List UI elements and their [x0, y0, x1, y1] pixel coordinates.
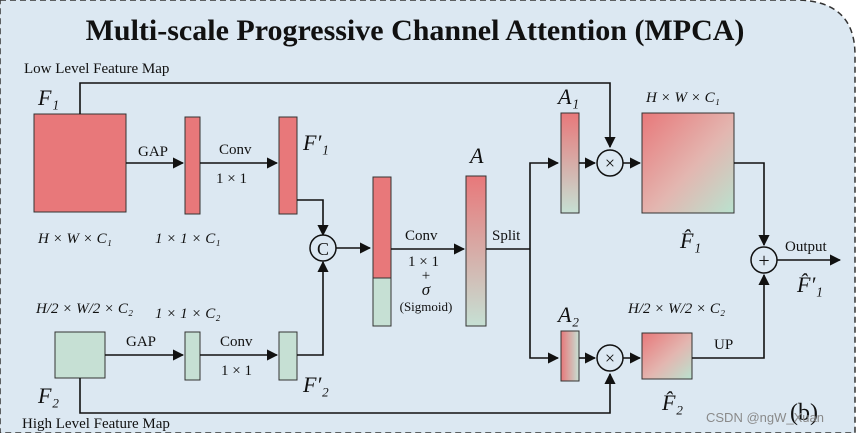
a2-label: A₂ — [556, 302, 579, 327]
conv-mid-label: Conv — [405, 228, 438, 244]
low-level-label: Low Level Feature Map — [24, 61, 169, 77]
f2-label: F₂ — [37, 383, 59, 408]
up-to-add — [692, 273, 770, 359]
conv-mid-kernel: 1 × 1 — [408, 254, 439, 270]
f1-hat-label: F̂₁ — [679, 228, 701, 253]
a2-bar — [560, 330, 580, 382]
f1-prime-label: F′₁ — [302, 130, 329, 155]
f1-block — [33, 113, 127, 213]
output-label: Output — [785, 239, 828, 255]
panel-label: (b) — [790, 400, 818, 426]
a1-bar — [560, 112, 580, 214]
f2-block — [54, 331, 106, 379]
sigma-symbol: σ — [422, 280, 431, 299]
up-label: UP — [714, 337, 733, 353]
f2-hat-dims: H/2 × W/2 × C₂ — [627, 301, 725, 317]
a-bar — [465, 175, 487, 327]
f2-hat-label: F̂₂ — [661, 390, 683, 415]
f2-dims: H/2 × W/2 × C₂ — [35, 301, 133, 317]
sigmoid-label: (Sigmoid) — [400, 299, 453, 314]
f1-prime-bar — [278, 116, 298, 215]
split-label: Split — [492, 228, 521, 244]
f2-prime-label: F′₂ — [302, 372, 329, 397]
f1-prime-to-concat — [297, 199, 329, 237]
a-label: A — [468, 143, 484, 168]
conv-mid-plus: + — [422, 268, 430, 284]
a1-label: A₁ — [556, 84, 579, 109]
concat-bar-red — [372, 176, 392, 279]
pooled-bottom-bar — [184, 331, 201, 381]
gap-top-label: GAP — [138, 144, 168, 160]
conv-top-kernel: 1 × 1 — [216, 171, 247, 187]
gap-bottom-label: GAP — [126, 334, 156, 350]
conv-bottom-kernel: 1 × 1 — [221, 363, 252, 379]
diagram-title: Multi-scale Progressive Channel Attentio… — [86, 14, 745, 47]
pooled-top-dims: 1 × 1 × C₁ — [155, 231, 220, 247]
add-symbol: + — [758, 250, 769, 272]
pooled-top-bar — [184, 116, 201, 215]
f2-skip-line — [79, 372, 616, 414]
split-to-a1 — [529, 157, 560, 249]
watermark: CSDN @ngW_Xuan — [706, 410, 824, 425]
f1-hat-prime-label: F̂′₁ — [796, 272, 823, 297]
concat-symbol: C — [317, 239, 329, 259]
concat-bar-green — [372, 277, 392, 327]
f1hat-to-add — [734, 162, 770, 247]
multiply-symbol-bottom: × — [605, 348, 615, 368]
conv-top-label: Conv — [219, 142, 252, 158]
high-level-label: High Level Feature Map — [22, 416, 170, 432]
f1-hat-dims: H × W × C₁ — [645, 90, 720, 106]
f1-hat-block — [641, 112, 735, 214]
f2-prime-bar — [278, 331, 298, 381]
f2-hat-block — [641, 332, 693, 380]
multiply-symbol-top: × — [605, 153, 615, 173]
f1-label: F₁ — [37, 85, 59, 110]
f2-prime-to-concat — [297, 260, 329, 356]
f1-skip-line — [79, 82, 616, 149]
f1-dims: H × W × C₁ — [37, 231, 112, 247]
conv-bottom-label: Conv — [220, 334, 253, 350]
split-to-a2 — [529, 249, 560, 364]
pooled-bottom-dims: 1 × 1 × C₂ — [155, 306, 220, 322]
